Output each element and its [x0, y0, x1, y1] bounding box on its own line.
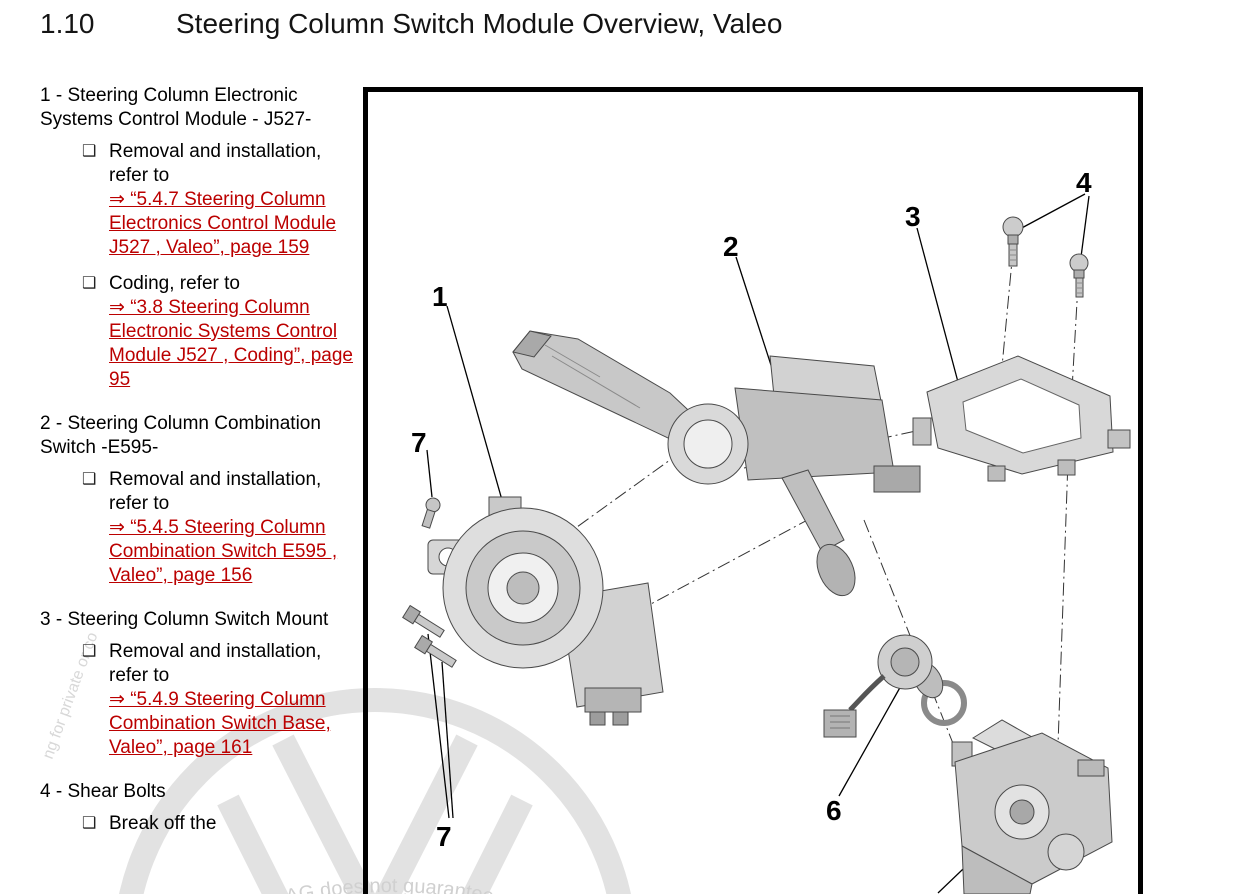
legend-item-4: 4 - Shear Bolts ❑ Break off the	[40, 780, 362, 836]
legend-bullet: ❑ Break off the	[82, 812, 362, 836]
bullet-body: Removal and installation, refer to⇒ “5.4…	[109, 140, 362, 260]
bullet-text: Coding, refer to	[109, 273, 240, 294]
legend-item-3: 3 - Steering Column Switch Mount ❑ Removal…	[40, 608, 362, 760]
legend-bullet: ❑ Coding, refer to ⇒ “3.8 Steering Column …	[82, 272, 362, 392]
diagram-frame	[363, 87, 1143, 894]
legend-bullet: ❑ Removal and installation, refer to⇒ “5.…	[82, 640, 362, 760]
bullet-body: Removal and installation, refer to⇒ “5.4…	[109, 640, 362, 760]
bullet-text: Removal and installation, refer to	[109, 469, 322, 514]
bullet-square-icon: ❑	[82, 643, 97, 660]
reference-link[interactable]: ⇒ “3.8 Steering Column Electronic System…	[109, 297, 353, 390]
reference-link[interactable]: ⇒ “5.4.7 Steering Column Electronics Con…	[109, 189, 337, 258]
page-title: Steering Column Switch Module Overview, …	[176, 8, 783, 39]
legend-column: 1 - Steering Column Electronic Systems C…	[40, 84, 362, 856]
section-number: 1.10	[40, 8, 95, 39]
legend-bullet: ❑ Removal and installation, refer to⇒ “5.…	[82, 140, 362, 260]
bullet-square-icon: ❑	[82, 471, 97, 488]
bullet-square-icon: ❑	[82, 275, 97, 292]
legend-item-label: 1 - Steering Column Electronic Systems C…	[40, 85, 312, 130]
bullet-square-icon: ❑	[82, 143, 97, 160]
bullet-body: Coding, refer to ⇒ “3.8 Steering Column E…	[109, 272, 362, 392]
legend-item-1: 1 - Steering Column Electronic Systems C…	[40, 84, 362, 392]
legend-item-2: 2 - Steering Column Combination Switch -…	[40, 412, 362, 588]
bullet-body: Removal and installation, refer to⇒ “5.4…	[109, 468, 362, 588]
section-heading: 1.10 Steering Column Switch Module Overvi…	[40, 8, 782, 40]
legend-item-label: 3 - Steering Column Switch Mount	[40, 609, 329, 630]
reference-link[interactable]: ⇒ “5.4.9 Steering Column Combination Swi…	[109, 689, 331, 758]
legend-item-label: 2 - Steering Column Combination Switch -…	[40, 413, 321, 458]
bullet-body: Break off the	[109, 812, 362, 836]
reference-link[interactable]: ⇒ “5.4.5 Steering Column Combination Swi…	[109, 517, 338, 586]
legend-item-label: 4 - Shear Bolts	[40, 781, 166, 802]
bullet-text: Break off the	[109, 813, 217, 834]
bullet-text: Removal and installation, refer to	[109, 141, 322, 186]
bullet-text: Removal and installation, refer to	[109, 641, 322, 686]
legend-bullet: ❑ Removal and installation, refer to⇒ “5.…	[82, 468, 362, 588]
bullet-square-icon: ❑	[82, 815, 97, 832]
